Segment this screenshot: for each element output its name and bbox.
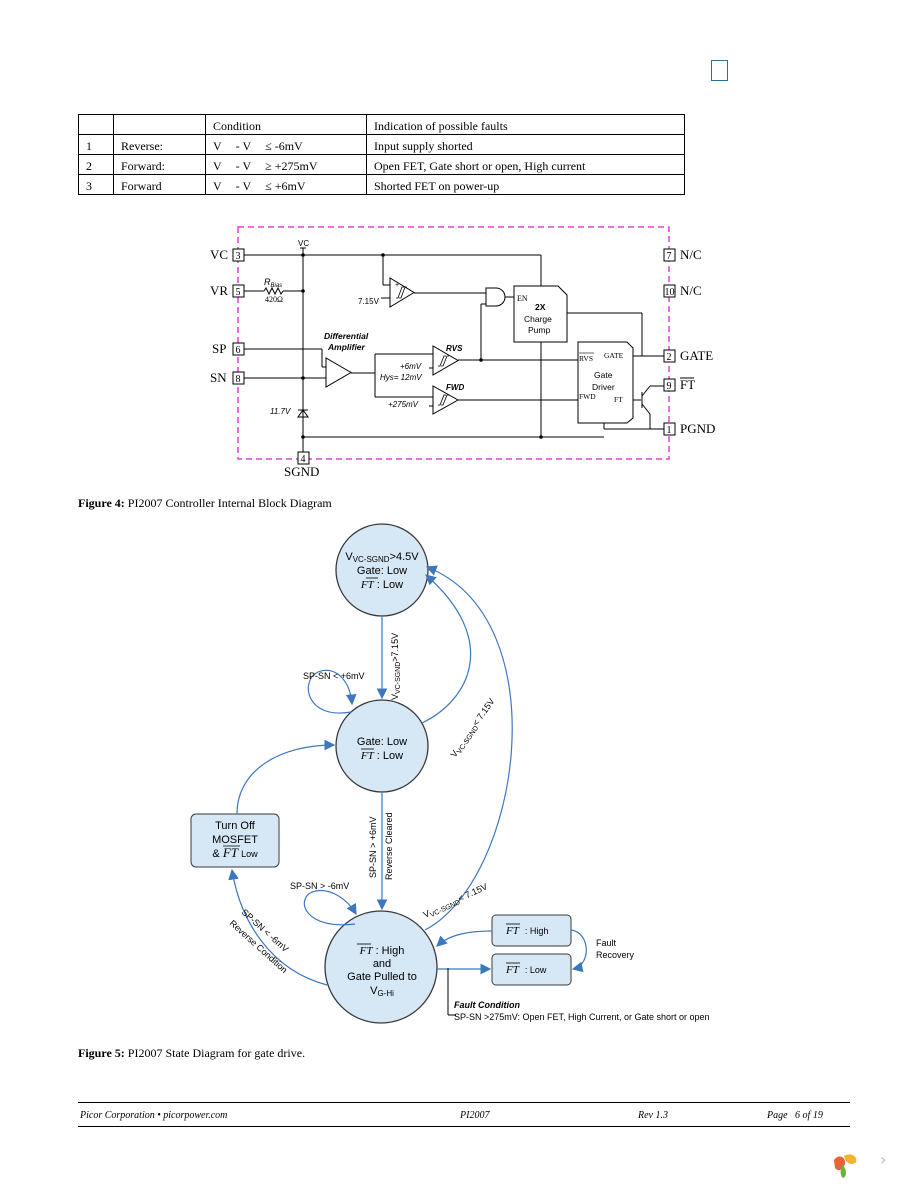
pin-number: 5 xyxy=(236,287,241,298)
transition-label: Reverse Cleared xyxy=(384,812,394,880)
row-condition: V- V≤ +6mV xyxy=(205,174,367,195)
s3-line1: FT : High xyxy=(359,945,405,957)
gd-title: Gate xyxy=(594,370,613,380)
s1-line1: VVC-SGND>4.5V xyxy=(345,551,419,564)
ft-low-box xyxy=(491,953,572,986)
fault-recovery: Recovery xyxy=(596,950,635,960)
vc-label: VC xyxy=(298,239,309,248)
gd-title: Driver xyxy=(592,382,615,392)
footer-part: PI2007 xyxy=(460,1110,490,1121)
pin-number: 3 xyxy=(236,251,241,262)
pin-label-vr: VR xyxy=(210,283,228,298)
s3-line4: VG-Hi xyxy=(370,985,394,998)
fault-recovery: Fault xyxy=(596,938,617,948)
viewer-logo-icon xyxy=(834,1154,857,1178)
pin-box xyxy=(663,284,676,298)
pin-number: 6 xyxy=(236,345,241,356)
pin-label-vc: VC xyxy=(210,247,228,262)
transition-label: VVC-SGND< 7.15V xyxy=(422,881,490,921)
s3-line2: and xyxy=(373,958,391,970)
rbias-label: RBias xyxy=(264,277,282,289)
row-mode: Forward xyxy=(113,174,206,195)
row-mode: Reverse: xyxy=(113,134,206,155)
hys-label: Hys= 12mV xyxy=(380,373,422,382)
fault-condition-text: SP-SN >275mV: Open FET, High Current, or… xyxy=(454,1012,710,1022)
ft-high-text: FT: High xyxy=(505,925,548,937)
pin-label-ft: FT xyxy=(680,377,695,392)
cp-title: 2X xyxy=(535,302,546,312)
pin-number: 10 xyxy=(665,287,675,298)
pin-label-nc: N/C xyxy=(680,283,702,298)
s1-line2: Gate: Low xyxy=(357,565,407,577)
pin-label-sp: SP xyxy=(212,341,226,356)
table-row: 2 Forward: V- V≥ +275mV Open FET, Gate s… xyxy=(78,154,685,175)
header-cell: Condition xyxy=(205,114,367,135)
gd-gate: GATE xyxy=(604,351,624,360)
loop-label: SP-SN > -6mV xyxy=(290,881,349,891)
plus-sign: + xyxy=(395,282,399,289)
pin-number: 9 xyxy=(667,381,672,392)
threshold-715: 7.15V xyxy=(358,297,380,306)
turnoff-line3: & FT Low xyxy=(212,845,258,860)
pin-label-sgnd: SGND xyxy=(284,464,319,479)
figure4-caption: Figure 4: PI2007 Controller Internal Blo… xyxy=(78,496,332,510)
footer-rule-bottom xyxy=(78,1126,850,1127)
cp-title: Pump xyxy=(528,325,550,335)
row-mode: Forward: xyxy=(113,154,206,175)
cp-en: EN xyxy=(517,294,528,303)
transition-label: SP-SN > +6mV xyxy=(368,816,378,878)
rvs-label: RVS xyxy=(446,344,463,353)
table-row: 1 Reverse: V- V≤ -6mV Input supply short… xyxy=(78,134,685,155)
pin-label-gate: GATE xyxy=(680,348,713,363)
pin-label-nc: N/C xyxy=(680,247,702,262)
gd-fwd: FWD xyxy=(579,392,596,401)
row-fault: Shorted FET on power-up xyxy=(366,174,685,195)
loop-label: SP-SN < +6mV xyxy=(303,671,365,681)
s2-line1: Gate: Low xyxy=(357,736,407,748)
corner-frame-icon xyxy=(711,60,728,81)
diff-amp-label: Amplifier xyxy=(327,342,366,352)
zener-label: 11.7V xyxy=(270,407,291,416)
diff-amp-label: Differential xyxy=(324,331,369,341)
ft-low-text: FT: Low xyxy=(505,964,547,976)
pin-label-pgnd: PGND xyxy=(680,421,715,436)
condition-table: Condition Indication of possible faults … xyxy=(78,114,685,195)
turnoff-line1: Turn Off xyxy=(215,820,256,832)
pin-number: 1 xyxy=(667,425,672,436)
fault-condition-title: Fault Condition xyxy=(454,1000,520,1010)
turnoff-box xyxy=(190,813,280,868)
transition-label: VVC-SGND< 7.15V xyxy=(448,696,498,760)
footer-page: Page 6 of 19 xyxy=(767,1110,823,1121)
pin-box xyxy=(663,248,676,262)
pin-box xyxy=(663,378,676,392)
gd-ft: FT xyxy=(614,395,623,404)
transition-label: VVC-SGND>7.15V xyxy=(390,633,402,700)
pin-label-sn: SN xyxy=(210,370,227,385)
pin-number: 4 xyxy=(301,454,306,465)
turnoff-line2: MOSFET xyxy=(212,834,258,846)
footer-company: Picor Corporation • picorpower.com xyxy=(80,1110,228,1121)
pin-number: 8 xyxy=(236,374,241,385)
s2-line2: FT : Low xyxy=(360,750,403,762)
figure5-caption: Figure 5: PI2007 State Diagram for gate … xyxy=(78,1046,306,1060)
table-row: 3 Forward V- V≤ +6mV Shorted FET on powe… xyxy=(78,174,685,195)
pin-number: 7 xyxy=(667,251,672,262)
fwd-label: FWD xyxy=(446,383,464,392)
s1-line3: FT : Low xyxy=(360,579,403,591)
footer-rule-top xyxy=(78,1102,850,1103)
next-page-icon[interactable]: › xyxy=(880,1150,887,1169)
s3-line3: Gate Pulled to xyxy=(347,971,417,983)
gd-rvs: RVS xyxy=(579,354,593,363)
state-active xyxy=(324,910,438,1024)
row-condition: V- V≤ -6mV xyxy=(205,134,367,155)
cp-title: Charge xyxy=(524,314,552,324)
footer-rev: Rev 1.3 xyxy=(638,1110,668,1121)
pin-number: 2 xyxy=(667,352,672,363)
plus275-label: +275mV xyxy=(388,400,419,409)
plus6-label: +6mV xyxy=(400,362,422,371)
rbias-value: 420Ω xyxy=(265,295,283,304)
